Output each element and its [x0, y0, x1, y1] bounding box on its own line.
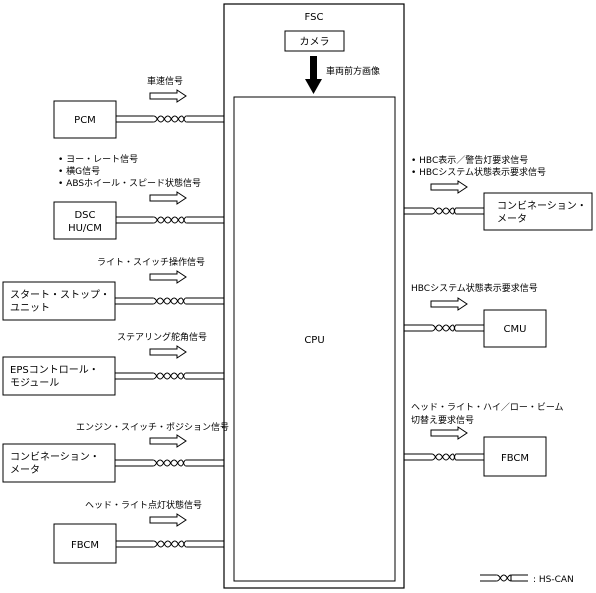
signal-arrow-fbcm-right	[430, 426, 468, 440]
fbcm-left-label: FBCM	[71, 540, 99, 551]
dsc-signal-3: • ABSホイール・スピード状態信号	[58, 177, 201, 189]
fbcm-right-signal-2: 切替え要求信号	[411, 414, 474, 426]
camera-label: カメラ	[300, 36, 330, 48]
can-combi-right-twist-b	[431, 207, 457, 215]
unit-start-stop: スタート・ストップ・ ユニット ライト・スイッチ操作信号	[2, 256, 205, 321]
legend-label: : HS-CAN	[533, 575, 574, 585]
unit-combi-left: コンビネーション・ メータ エンジン・スイッチ・ポジション信号	[2, 421, 229, 483]
can-start-stop-twist-b	[153, 297, 187, 305]
unit-cmu: CMU HBCシステム状態表示要求信号	[411, 282, 547, 348]
can-fbcm-left	[116, 540, 224, 548]
fbcm-left-signal: ヘッド・ライト点灯状態信号	[85, 499, 202, 511]
eps-box	[2, 356, 116, 396]
start-stop-label-2: ユニット	[10, 303, 50, 314]
fsc-title: FSC	[305, 12, 324, 23]
cpu-box	[233, 96, 396, 582]
fbcm-right-box	[483, 436, 547, 477]
unit-combi-right: コンビネーション・ メータ • HBC表示／警告灯要求信号 • HBCシステム状…	[411, 154, 593, 231]
start-stop-signal: ライト・スイッチ操作信号	[97, 256, 205, 268]
combi-right-label-1: コンビネーション・	[497, 200, 587, 212]
can-pcm	[116, 115, 224, 123]
dsc-signal-1: • ヨー・レート信号	[58, 153, 138, 165]
can-cmu-twist-b	[431, 324, 457, 332]
pcm-label: PCM	[74, 115, 96, 126]
camera-box	[284, 30, 345, 52]
cmu-label: CMU	[504, 324, 527, 335]
signal-arrow-pcm	[149, 89, 187, 103]
eps-signal: ステアリング舵角信号	[117, 331, 207, 343]
dsc-box	[53, 201, 117, 240]
camera-arrow-label: 車両前方画像	[326, 65, 380, 77]
can-cmu	[404, 324, 484, 332]
eps-label-1: EPSコントロール・	[10, 365, 99, 376]
can-eps-twist-b	[153, 372, 187, 380]
start-stop-label-1: スタート・ストップ・	[10, 289, 110, 301]
can-eps	[115, 372, 224, 380]
combi-left-box	[2, 443, 116, 483]
start-stop-box	[2, 281, 116, 321]
signal-arrow-fbcm-left	[149, 513, 187, 527]
legend-hs-can-symbol	[480, 574, 528, 582]
unit-pcm: PCM 車速信号	[53, 75, 183, 139]
combi-left-label-1: コンビネーション・	[10, 451, 100, 463]
cmu-signal: HBCシステム状態表示要求信号	[411, 282, 538, 294]
legend: : HS-CAN	[480, 574, 574, 585]
unit-eps: EPSコントロール・ モジュール ステアリング舵角信号	[2, 331, 207, 396]
can-combi-right-twist-a	[431, 207, 457, 215]
can-start-stop	[115, 297, 224, 305]
combi-right-signal-2: • HBCシステム状態表示要求信号	[411, 166, 546, 178]
pcm-box	[53, 100, 117, 139]
can-combi-left-twist-b	[153, 459, 187, 467]
camera-image-arrow	[305, 56, 322, 94]
combi-left-signal: エンジン・スイッチ・ポジション信号	[76, 421, 229, 433]
combi-right-signal-1: • HBC表示／警告灯要求信号	[411, 154, 528, 166]
unit-dsc: DSC HU/CM • ヨー・レート信号 • 横G信号 • ABSホイール・スピ…	[53, 153, 201, 240]
combi-right-box	[483, 192, 593, 231]
fbcm-right-signal-1: ヘッド・ライト・ハイ／ロー・ビーム	[411, 402, 564, 413]
pcm-signal: 車速信号	[147, 75, 183, 87]
signal-arrow-start-stop	[149, 270, 187, 284]
cpu-label: CPU	[304, 335, 324, 346]
unit-fbcm-right: FBCM ヘッド・ライト・ハイ／ロー・ビーム 切替え要求信号	[411, 402, 564, 477]
fbcm-left-box	[53, 523, 117, 564]
can-dsc-twist-b	[153, 216, 187, 224]
dsc-label-1: DSC	[74, 210, 95, 221]
can-fbcm-right	[404, 453, 484, 461]
can-combi-right	[404, 207, 484, 215]
can-dsc	[116, 216, 224, 224]
signal-arrow-combi-right	[430, 180, 468, 194]
can-fbcm-right-twist-a	[431, 453, 457, 461]
can-combi-left	[115, 459, 224, 467]
can-fbcm-right-twist-b	[431, 453, 457, 461]
signal-arrow-eps	[149, 345, 187, 359]
cmu-box	[483, 309, 547, 348]
dsc-signal-2: • 横G信号	[58, 165, 100, 177]
combi-left-label-2: メータ	[10, 464, 40, 476]
signal-arrow-cmu	[430, 297, 468, 311]
eps-label-2: モジュール	[10, 378, 59, 389]
can-cmu-twist-a	[431, 324, 457, 332]
fsc-outer-box	[223, 3, 405, 589]
combi-right-label-2: メータ	[497, 213, 527, 225]
dsc-label-2: HU/CM	[68, 223, 102, 234]
signal-arrow-combi-left	[149, 434, 187, 448]
can-connections	[115, 89, 484, 548]
fbcm-right-label: FBCM	[501, 453, 529, 464]
unit-fbcm-left: FBCM ヘッド・ライト点灯状態信号	[53, 499, 202, 564]
can-fbcm-left-twist-b	[153, 540, 187, 548]
legend-hs-can-symbol-twist-b	[496, 574, 512, 582]
can-pcm-twist-b	[153, 115, 187, 123]
signal-arrow-dsc	[149, 191, 187, 205]
